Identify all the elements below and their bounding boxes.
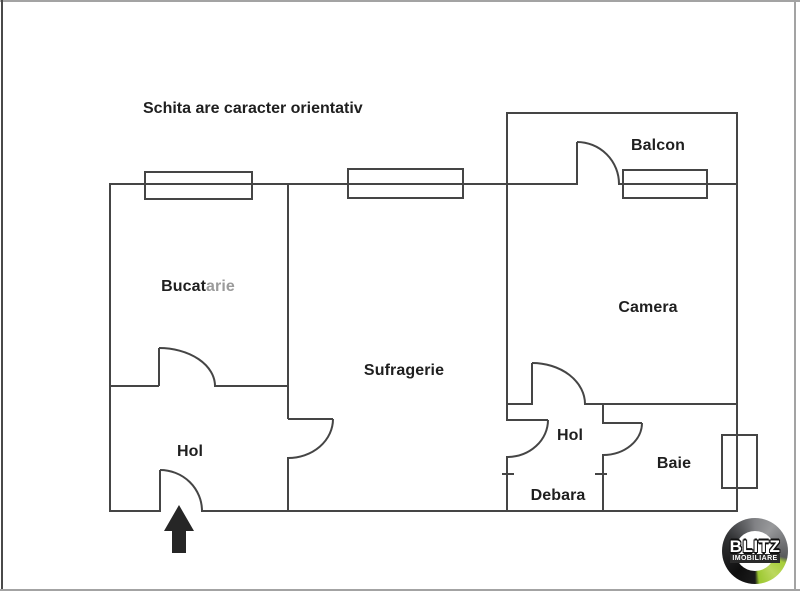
window-sufragerie: [347, 168, 464, 199]
door-swing-arc: [287, 418, 334, 459]
window-bucatarie: [144, 171, 253, 200]
logo-text: BLITZ IMOBILIARE: [722, 518, 788, 584]
room-label-bucatarie: Bucatarie: [161, 278, 235, 296]
frame-border-bottom: [0, 589, 800, 591]
room-label-debara: Debara: [530, 487, 586, 504]
room-label-sufragerie: Sufragerie: [363, 362, 445, 379]
room-label-hol-right: Hol: [556, 427, 584, 444]
disclaimer-text: Schita are caracter orientativ: [143, 100, 363, 117]
frame-border-right: [794, 0, 796, 590]
frame-border-top: [0, 0, 800, 2]
room-label-hol-left: Hol: [176, 443, 204, 460]
logo-brand-name: BLITZ: [729, 537, 781, 556]
door-swing-arc: [576, 141, 620, 185]
windows: [144, 168, 758, 489]
entrance-arrow-icon: [164, 505, 194, 553]
walls: [109, 112, 738, 512]
room-label-bucatarie-light: arie: [206, 278, 235, 295]
window-balcon: [622, 169, 708, 199]
door-swing-arc: [158, 347, 216, 387]
room-label-camera: Camera: [618, 299, 678, 316]
room-label-balcon: Balcon: [631, 137, 685, 154]
room-label-bucatarie-dark: Bucat: [161, 278, 207, 295]
doors: [158, 141, 643, 512]
logo-brand-subtitle: IMOBILIARE: [730, 554, 780, 563]
door-swing-arc: [602, 422, 643, 456]
door-swing-arc: [531, 362, 586, 405]
room-label-baie: Baie: [656, 455, 692, 472]
door-swing-arc: [506, 419, 549, 458]
logo-ring-icon: [722, 518, 788, 584]
door-swing-arc: [159, 469, 203, 512]
frame-border-left: [1, 0, 3, 589]
blitz-imobiliare-logo: BLITZ IMOBILIARE: [722, 518, 788, 584]
window-baie: [721, 434, 758, 489]
